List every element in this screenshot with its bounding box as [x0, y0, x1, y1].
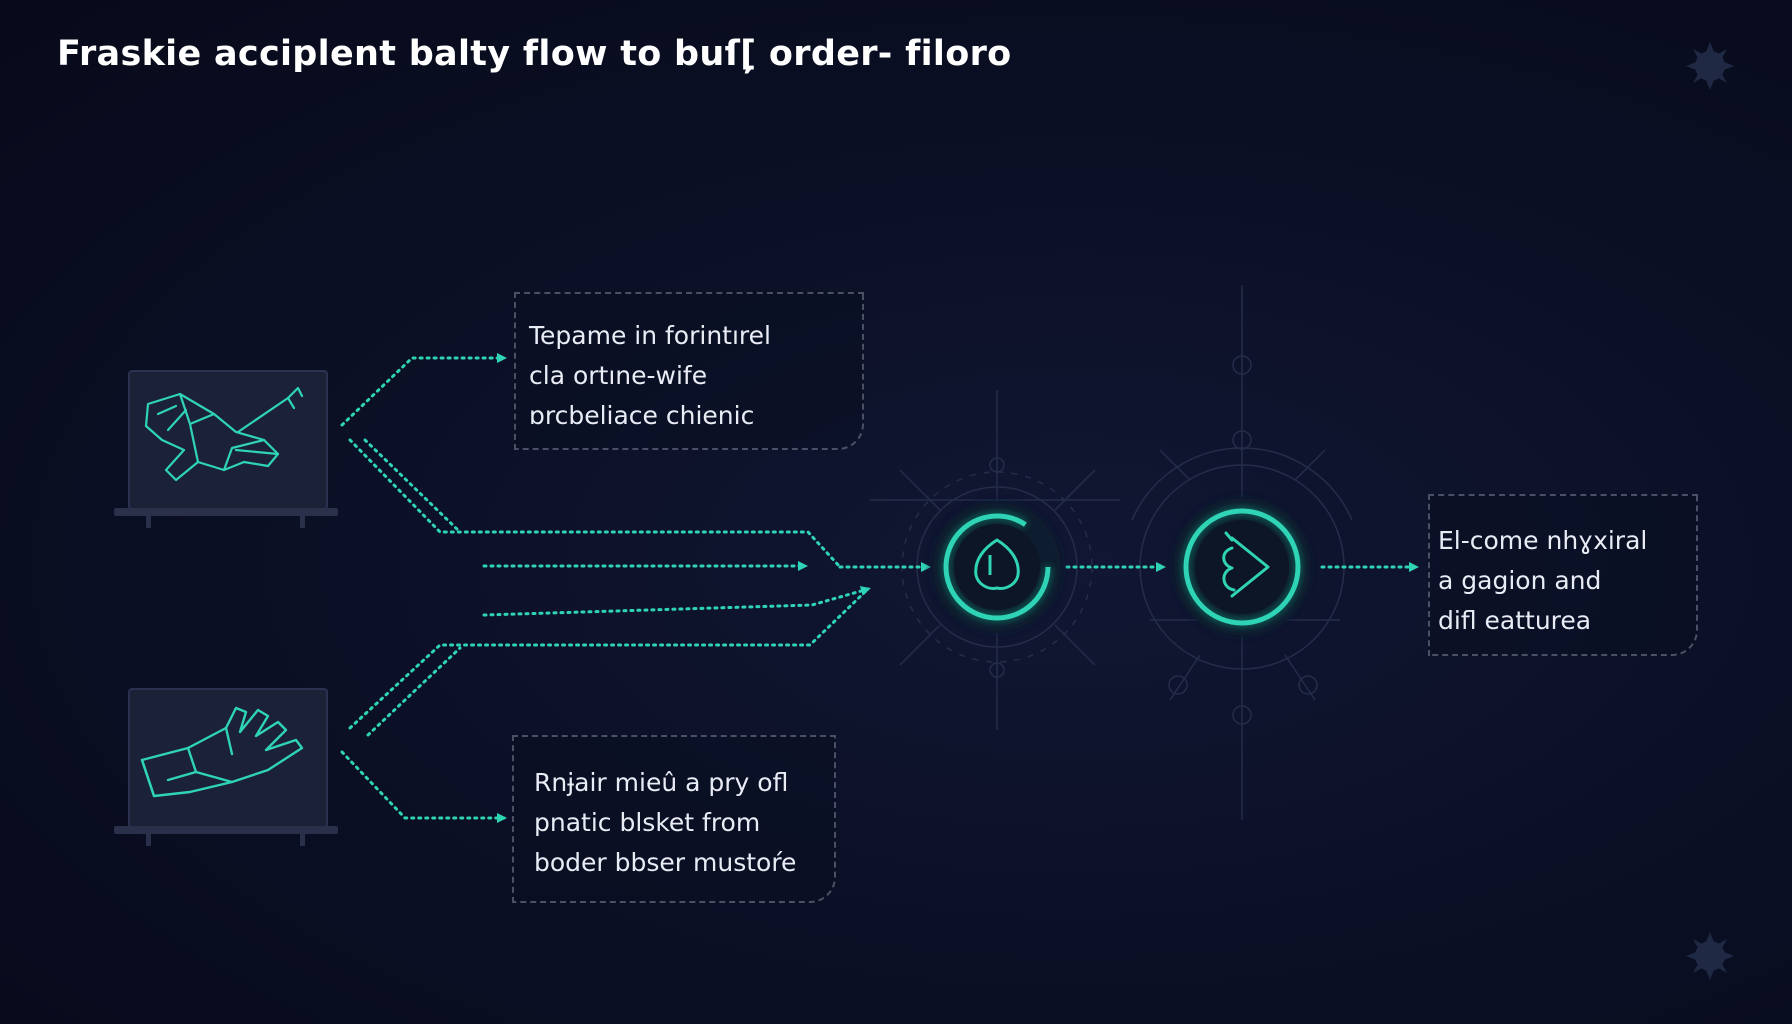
connector-upper-outer [348, 438, 842, 569]
hand-with-tools-icon [144, 386, 304, 482]
connector-lower [482, 586, 871, 617]
shield-icon [974, 538, 1020, 590]
hand-icon [140, 706, 304, 798]
right-card-line-2: a gagion and [1438, 566, 1602, 595]
right-card-line-3: difl eatturea [1438, 606, 1592, 635]
flow-connectors [340, 353, 1419, 823]
gear-icon [1686, 932, 1734, 980]
gear-icon [1686, 42, 1734, 90]
page-title: Fraskie acciplent balty flow to buſ[̦ or… [57, 34, 1012, 74]
hub-second [1172, 497, 1312, 637]
right-card-line-1: El-come nhɣxiral [1438, 526, 1648, 555]
connector-upper-inner [363, 438, 462, 534]
top-card-line-3: ɒrcbeliace chienic [529, 401, 755, 430]
connector-lower-inner [366, 646, 462, 737]
bottom-card-line-3: boder bbser mustoŕe [534, 848, 797, 877]
bottom-card-line-2: pnatic blsket from [534, 808, 761, 837]
right-description-card: El-come nhɣxiral a gagion and difl eattu… [1428, 494, 1698, 656]
connector-to-top-card [340, 353, 507, 427]
chevron-right-icon [1222, 531, 1270, 598]
connector-to-bottom-card [340, 750, 507, 823]
top-description-card: Tepame in forintırel cla ortıne-wife ɒrc… [514, 292, 864, 450]
top-card-line-1: Tepame in forintırel [529, 321, 771, 350]
bottom-card-line-1: Rnɉair mieû a pry ofl [534, 768, 789, 797]
top-card-line-2: cla ortıne-wife [529, 361, 708, 390]
bottom-description-card: Rnɉair mieû a pry ofl pnatic blsket from… [512, 735, 836, 903]
connector-lower-outer [348, 587, 870, 730]
hub-first [931, 501, 1063, 633]
